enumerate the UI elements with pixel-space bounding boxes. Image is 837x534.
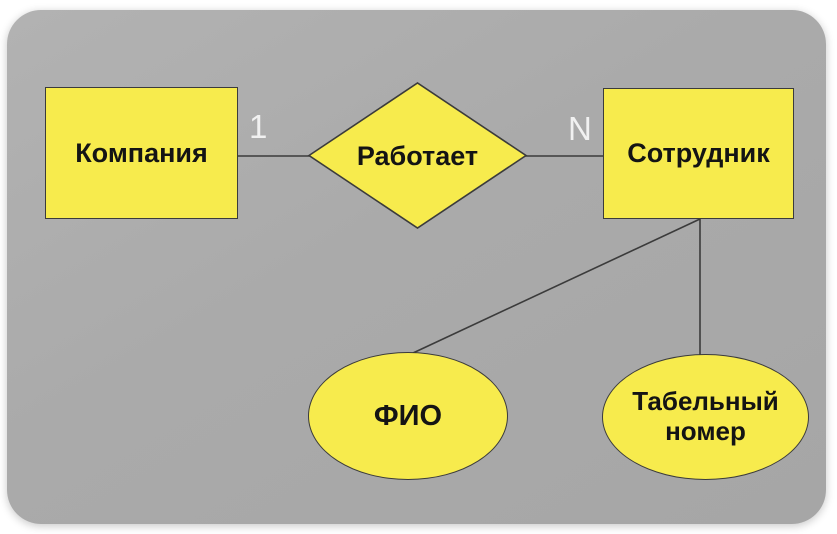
connector-employee-fio xyxy=(412,218,701,354)
attribute-tab-number-label: Табельный номер xyxy=(632,386,779,446)
entity-company-label: Компания xyxy=(75,137,208,168)
entity-employee: Сотрудник xyxy=(603,88,794,219)
cardinality-n-label: N xyxy=(568,110,592,147)
entity-employee-label: Сотрудник xyxy=(627,138,770,168)
cardinality-one-label: 1 xyxy=(249,108,268,145)
relationship-works-shape xyxy=(307,82,528,229)
attribute-tab-number: Табельный номер xyxy=(602,354,809,480)
attribute-fio-label: ФИО xyxy=(373,399,443,432)
attribute-fio: ФИО xyxy=(308,352,508,480)
entity-company: Компания xyxy=(45,87,238,219)
